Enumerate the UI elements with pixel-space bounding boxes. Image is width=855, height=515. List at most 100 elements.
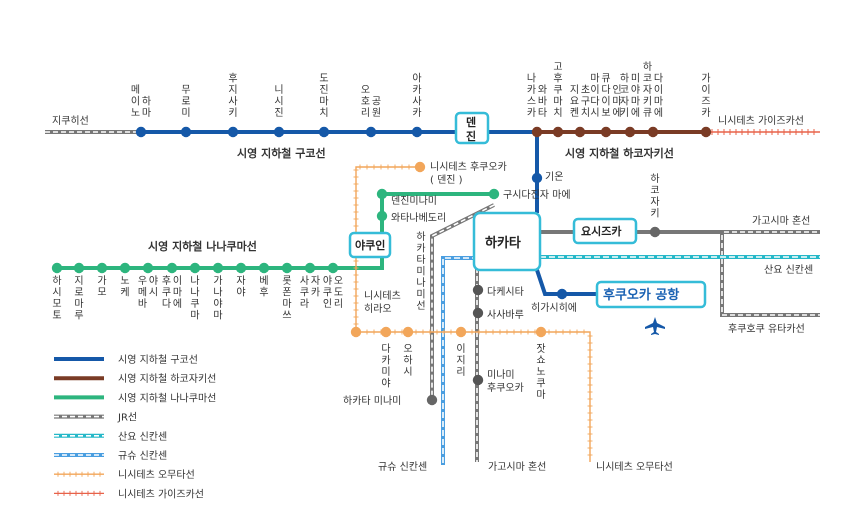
- hub-yakuin[interactable]: 야쿠인: [348, 231, 392, 259]
- kaizuka-line-label: 니시테츠 가이즈카선: [718, 115, 804, 127]
- station-nishitetsu-hirao[interactable]: [350, 326, 362, 338]
- legend-label-kuko: 시영 지하철 구코선: [118, 353, 198, 366]
- gotoshima-south-label: 가고시마 혼선: [488, 460, 546, 473]
- station-nanakuma-8[interactable]: [235, 262, 247, 274]
- station-nanakuma-5[interactable]: [166, 262, 178, 274]
- station-kushida[interactable]: [488, 188, 500, 200]
- station-nanakuma-2[interactable]: [96, 262, 108, 274]
- station-omuta-0[interactable]: [380, 326, 392, 338]
- hub-airport[interactable]: 후쿠오카 공항: [595, 280, 707, 309]
- station-sasabaru: 사사바루: [487, 309, 524, 321]
- station-nanakuma-0[interactable]: [51, 262, 63, 274]
- station-hakozaki-3[interactable]: [600, 126, 612, 138]
- station-kuko-0[interactable]: [135, 126, 147, 138]
- station-tenjin-minami[interactable]: [376, 188, 388, 200]
- station-hakozaki-0[interactable]: [531, 126, 543, 138]
- station-nanakuma-12[interactable]: [327, 262, 339, 274]
- legend-label-jr: JR선: [117, 412, 137, 424]
- station-nanakuma-10[interactable]: [281, 262, 293, 274]
- station-nanakuma-6[interactable]: [189, 262, 201, 274]
- kuko-line-label: 시영 지하철 구코선: [237, 146, 326, 160]
- sanyo-label: 산요 신칸센: [764, 264, 813, 276]
- legend-label-kyushu: 규슈 신칸센: [118, 450, 167, 462]
- station-kuko-6[interactable]: [411, 126, 423, 138]
- station-hakozaki-5[interactable]: [647, 126, 659, 138]
- station-hakozaki-1[interactable]: [552, 126, 564, 138]
- station-kuko-3[interactable]: [273, 126, 285, 138]
- station-nishitetsu-fukuoka: 니시테츠 후쿠오카: [430, 161, 507, 173]
- station-minami-fukuoka-2: 후쿠오카: [487, 382, 524, 394]
- station-nanakuma-4[interactable]: [142, 262, 154, 274]
- legend-label-nanakuma: 시영 지하철 나나쿠마선: [118, 391, 216, 404]
- hub-airport-label: 후쿠오카 공항: [603, 287, 679, 303]
- station-nishitetsu-fukuoka-dot[interactable]: [414, 161, 426, 173]
- station-nanakuma-1[interactable]: [73, 262, 85, 274]
- station-kushida: 구시다진자 마에: [503, 189, 571, 201]
- station-higashihie: 히가시히에: [531, 302, 577, 314]
- hub-yoshizuka[interactable]: 요시즈카: [572, 217, 638, 245]
- legend-item-hakozaki: 시영 지하철 하코자키선: [54, 372, 216, 385]
- station-hakozaki-jr[interactable]: [649, 226, 661, 238]
- legend-label-omuta: 니시테츠 오무타선: [118, 469, 195, 481]
- station-kuko-4[interactable]: [318, 126, 330, 138]
- legend-item-sanyo: 산요 신칸센: [54, 431, 167, 443]
- station-hakata-minami: 하카타 미나미: [343, 394, 401, 407]
- station-kuko-1[interactable]: [180, 126, 192, 138]
- station-dots: [51, 126, 712, 406]
- station-kuko-5[interactable]: [365, 126, 377, 138]
- station-omuta-1[interactable]: [402, 326, 414, 338]
- station-nanakuma-7[interactable]: [212, 262, 224, 274]
- station-watanabe[interactable]: [376, 210, 388, 222]
- gotoshima-east-label: 가고시마 혼선: [752, 214, 810, 227]
- station-minami-fukuoka[interactable]: [472, 374, 484, 386]
- legend-item-kuko: 시영 지하철 구코선: [54, 353, 198, 366]
- station-hakozaki-4[interactable]: [624, 126, 636, 138]
- station-omuta-3[interactable]: [535, 326, 547, 338]
- station-hakozaki-2[interactable]: [574, 126, 586, 138]
- station-nanakuma-11[interactable]: [304, 262, 316, 274]
- station-sasabaru[interactable]: [472, 307, 484, 319]
- station-nanakuma-3[interactable]: [119, 262, 131, 274]
- station-kuko-2[interactable]: [227, 126, 239, 138]
- station-takeshita[interactable]: [472, 284, 484, 296]
- hub-hakata[interactable]: 하카타: [472, 211, 542, 272]
- station-omuta-2[interactable]: [455, 326, 467, 338]
- station-hakata-minami-dot[interactable]: [426, 394, 438, 406]
- legend-item-kyushu: 규슈 신칸센: [54, 450, 167, 462]
- station-nanakuma-9[interactable]: [258, 262, 270, 274]
- fukuhoku-label: 후쿠호쿠 유타카선: [728, 323, 805, 335]
- station-hirao-2: 히라오: [364, 303, 392, 315]
- station-higashihie[interactable]: [556, 288, 568, 300]
- nanakuma-line-label: 시영 지하철 나나쿠마선: [148, 239, 257, 253]
- kyushu-shinkansen-label: 규슈 신칸센: [378, 461, 427, 473]
- station-hakozaki-6[interactable]: [700, 126, 712, 138]
- hub-tenjin[interactable]: 덴 진: [454, 111, 490, 145]
- station-gion[interactable]: [531, 172, 543, 184]
